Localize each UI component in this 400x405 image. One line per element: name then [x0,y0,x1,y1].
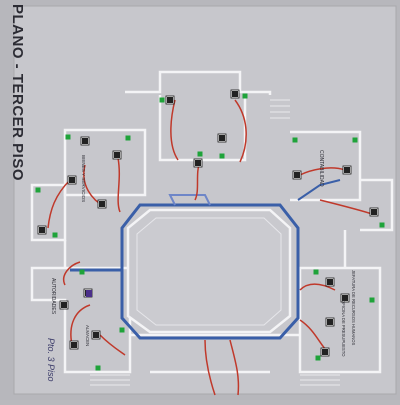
telephone-points [37,89,379,357]
room-label: ALMACEN [85,325,90,346]
network-point-icon [197,151,203,157]
network-point-icon [35,187,41,193]
room-label: OFICINA DE PRESUPUESTO [341,300,346,357]
room-label: BIENES Y SERVICIOS [81,155,86,202]
network-point-icon [95,365,101,371]
telephone-icon [217,133,227,143]
equipment-marker [86,290,92,297]
network-point-icon [352,137,358,143]
telephone-icon [80,136,90,146]
network-point-icon [79,269,85,275]
network-point-icon [292,137,298,143]
telephone-icon [112,150,122,160]
network-point-icon [52,232,58,238]
plan-title: PLANO - TERCER PISO [4,4,26,304]
network-backbone [70,179,341,340]
room-label: CONTABILIDAD [318,150,324,187]
telephone-icon [340,293,350,303]
red-cable [99,334,126,356]
telephone-icon [369,207,379,217]
red-cable [234,99,247,163]
red-cable [319,199,373,215]
telephone-icon [67,175,77,185]
telephone-icon [292,170,302,180]
plan-title-text: PLANO - TERCER PISO [9,4,26,182]
room-label: AUTORIDADES [50,278,56,315]
red-cable [70,304,91,346]
red-cable [229,339,240,396]
central-courtyard [126,208,292,334]
network-point-icon [65,134,71,140]
red-cable [63,261,81,286]
network-point-icon [379,222,385,228]
red-cable [170,99,179,161]
red-cable [47,179,71,229]
telephone-icon [193,158,203,168]
handwritten-note: Pto. 3 Piso [46,338,56,382]
room-label: JEFATURA DE RECURSOS HUMANOS [351,270,356,346]
network-point-icon [242,93,248,99]
telephone-icon [37,225,47,235]
network-point-icon [125,135,131,141]
telephone-icon [59,300,69,310]
network-point-icon [369,297,375,303]
backbone-cable [120,203,300,340]
red-cable [117,157,121,213]
telephone-icon [69,340,79,350]
network-points [35,93,385,371]
telephone-icon [91,330,101,340]
network-point-icon [219,153,225,159]
telephone-icon [230,89,240,99]
stairs [90,99,340,386]
network-point-icon [159,97,165,103]
red-cable [204,339,216,396]
telephone-icon [342,165,352,175]
red-cable [299,283,336,291]
telephone-icon [97,199,107,209]
network-point-icon [119,327,125,333]
telephone-icon [165,95,175,105]
telephone-icon [320,347,330,357]
room-labels: BIENES Y SERVICIOS CONTABILIDAD AUTORIDADE… [50,150,356,357]
network-point-icon [313,269,319,275]
network-point-icon [315,355,321,361]
telephone-icon [325,317,335,327]
telephone-icon [325,277,335,287]
red-cable [299,167,346,176]
